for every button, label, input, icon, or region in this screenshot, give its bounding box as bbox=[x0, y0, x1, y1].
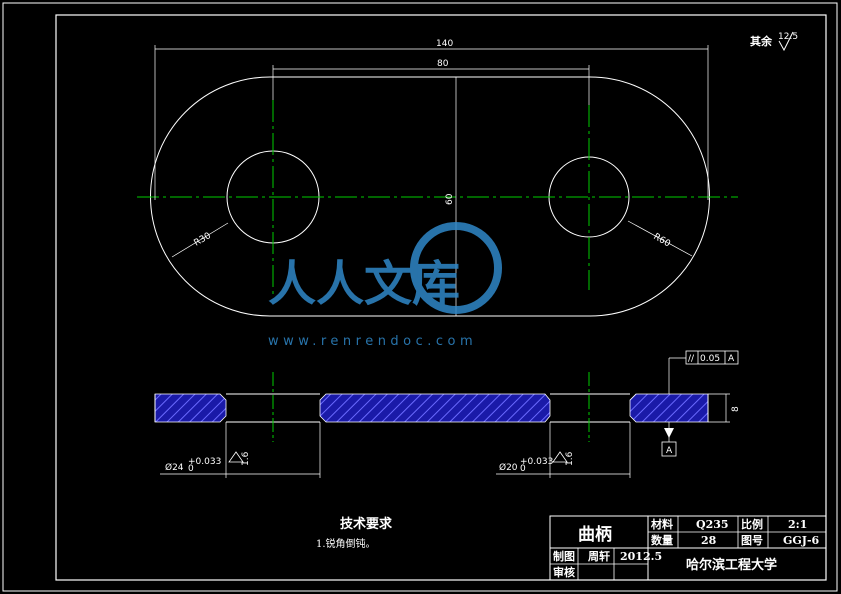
dim-left-hole: Ø24 bbox=[165, 462, 184, 473]
svg-text:审核: 审核 bbox=[553, 565, 575, 579]
svg-text:1.锐角倒钝。: 1.锐角倒钝。 bbox=[316, 537, 376, 550]
svg-text:周轩: 周轩 bbox=[588, 549, 610, 563]
r30-leader bbox=[171, 222, 229, 258]
svg-text:制图: 制图 bbox=[553, 549, 575, 563]
watermark-text: 人人文库 bbox=[268, 256, 460, 312]
svg-text:其余: 其余 bbox=[750, 34, 773, 48]
top-view: 140 80 60 R30 R60 bbox=[137, 39, 738, 317]
svg-text:GGJ-6: GGJ-6 bbox=[783, 534, 820, 547]
inner-frame bbox=[55, 14, 827, 581]
svg-text:0: 0 bbox=[188, 464, 194, 474]
datum-box bbox=[661, 441, 677, 457]
svg-text:1.6: 1.6 bbox=[241, 451, 251, 466]
gdt-frame bbox=[685, 350, 739, 365]
tech-requirements: 技术要求 1.锐角倒钝。 bbox=[316, 516, 393, 550]
svg-text:12.5: 12.5 bbox=[778, 32, 798, 42]
crank-outline bbox=[150, 76, 710, 317]
svg-text:2:1: 2:1 bbox=[788, 518, 807, 531]
roughness-symbol-icon bbox=[778, 31, 794, 52]
dim-right-hole: Ø20 bbox=[499, 462, 518, 473]
dim-140: 140 bbox=[436, 39, 453, 49]
svg-text:28: 28 bbox=[701, 534, 717, 547]
left-roughness-icon bbox=[228, 451, 244, 463]
svg-text:技术要求: 技术要求 bbox=[340, 516, 393, 532]
right-roughness-icon bbox=[552, 451, 568, 463]
r60-leader bbox=[627, 220, 693, 257]
roughness-note: 其余 12.5 bbox=[750, 31, 798, 52]
dim-80: 80 bbox=[437, 59, 449, 69]
svg-text://: // bbox=[688, 354, 695, 364]
school-name: 哈尔滨工程大学 bbox=[686, 557, 777, 573]
section-hatch-right bbox=[629, 393, 709, 423]
svg-text:0: 0 bbox=[520, 464, 526, 474]
svg-text:Q235: Q235 bbox=[696, 518, 729, 531]
dim-thickness: 8 bbox=[731, 406, 741, 412]
svg-text:数量: 数量 bbox=[651, 533, 673, 547]
section-hatch-left bbox=[154, 393, 227, 423]
svg-text:+0.033: +0.033 bbox=[188, 457, 221, 467]
svg-text:A: A bbox=[728, 354, 735, 364]
svg-text:+0.033: +0.033 bbox=[520, 457, 553, 467]
svg-text:2012.5: 2012.5 bbox=[620, 550, 662, 563]
datum-triangle-icon bbox=[664, 428, 674, 438]
svg-text:1.6: 1.6 bbox=[565, 451, 575, 466]
part-name: 曲柄 bbox=[578, 524, 612, 545]
svg-text:图号: 图号 bbox=[741, 534, 763, 547]
svg-text:比例: 比例 bbox=[741, 517, 763, 531]
svg-text:0.05: 0.05 bbox=[700, 354, 720, 364]
svg-text:材料: 材料 bbox=[651, 517, 673, 531]
dim-r60: R60 bbox=[652, 232, 673, 250]
watermark-url: www.renrendoc.com bbox=[268, 334, 477, 349]
title-block: 曲柄 材料 Q235 比例 2:1 数量 28 图号 GGJ-6 制图 周轩 2… bbox=[549, 515, 827, 581]
watermark: 人人文库 www.renrendoc.com bbox=[268, 222, 502, 349]
section-view: 8 Ø24 +0.033 0 1.6 Ø20 +0.033 0 1.6 // 0… bbox=[154, 350, 741, 478]
watermark-logo-icon bbox=[410, 222, 502, 314]
svg-text:A: A bbox=[666, 446, 673, 456]
dim-60: 60 bbox=[445, 193, 455, 205]
section-hatch-middle bbox=[319, 393, 551, 423]
